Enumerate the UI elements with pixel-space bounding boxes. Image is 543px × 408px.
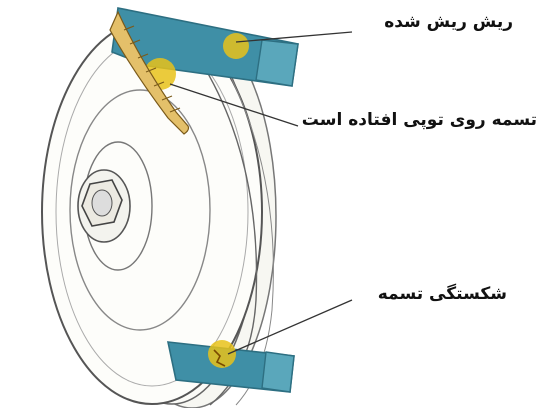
fray-spot-highlight	[223, 33, 249, 59]
label-frayed: ریش ریش شده	[384, 14, 513, 31]
belt-bottom-end	[262, 352, 294, 392]
belt-top-end	[256, 40, 298, 86]
label-belt-breakage: شکستگی تسمه	[378, 286, 507, 303]
hub-shaft	[92, 190, 112, 216]
label-belt-on-pulley-bottom: تسمه روی توپی افتاده است	[302, 112, 537, 129]
